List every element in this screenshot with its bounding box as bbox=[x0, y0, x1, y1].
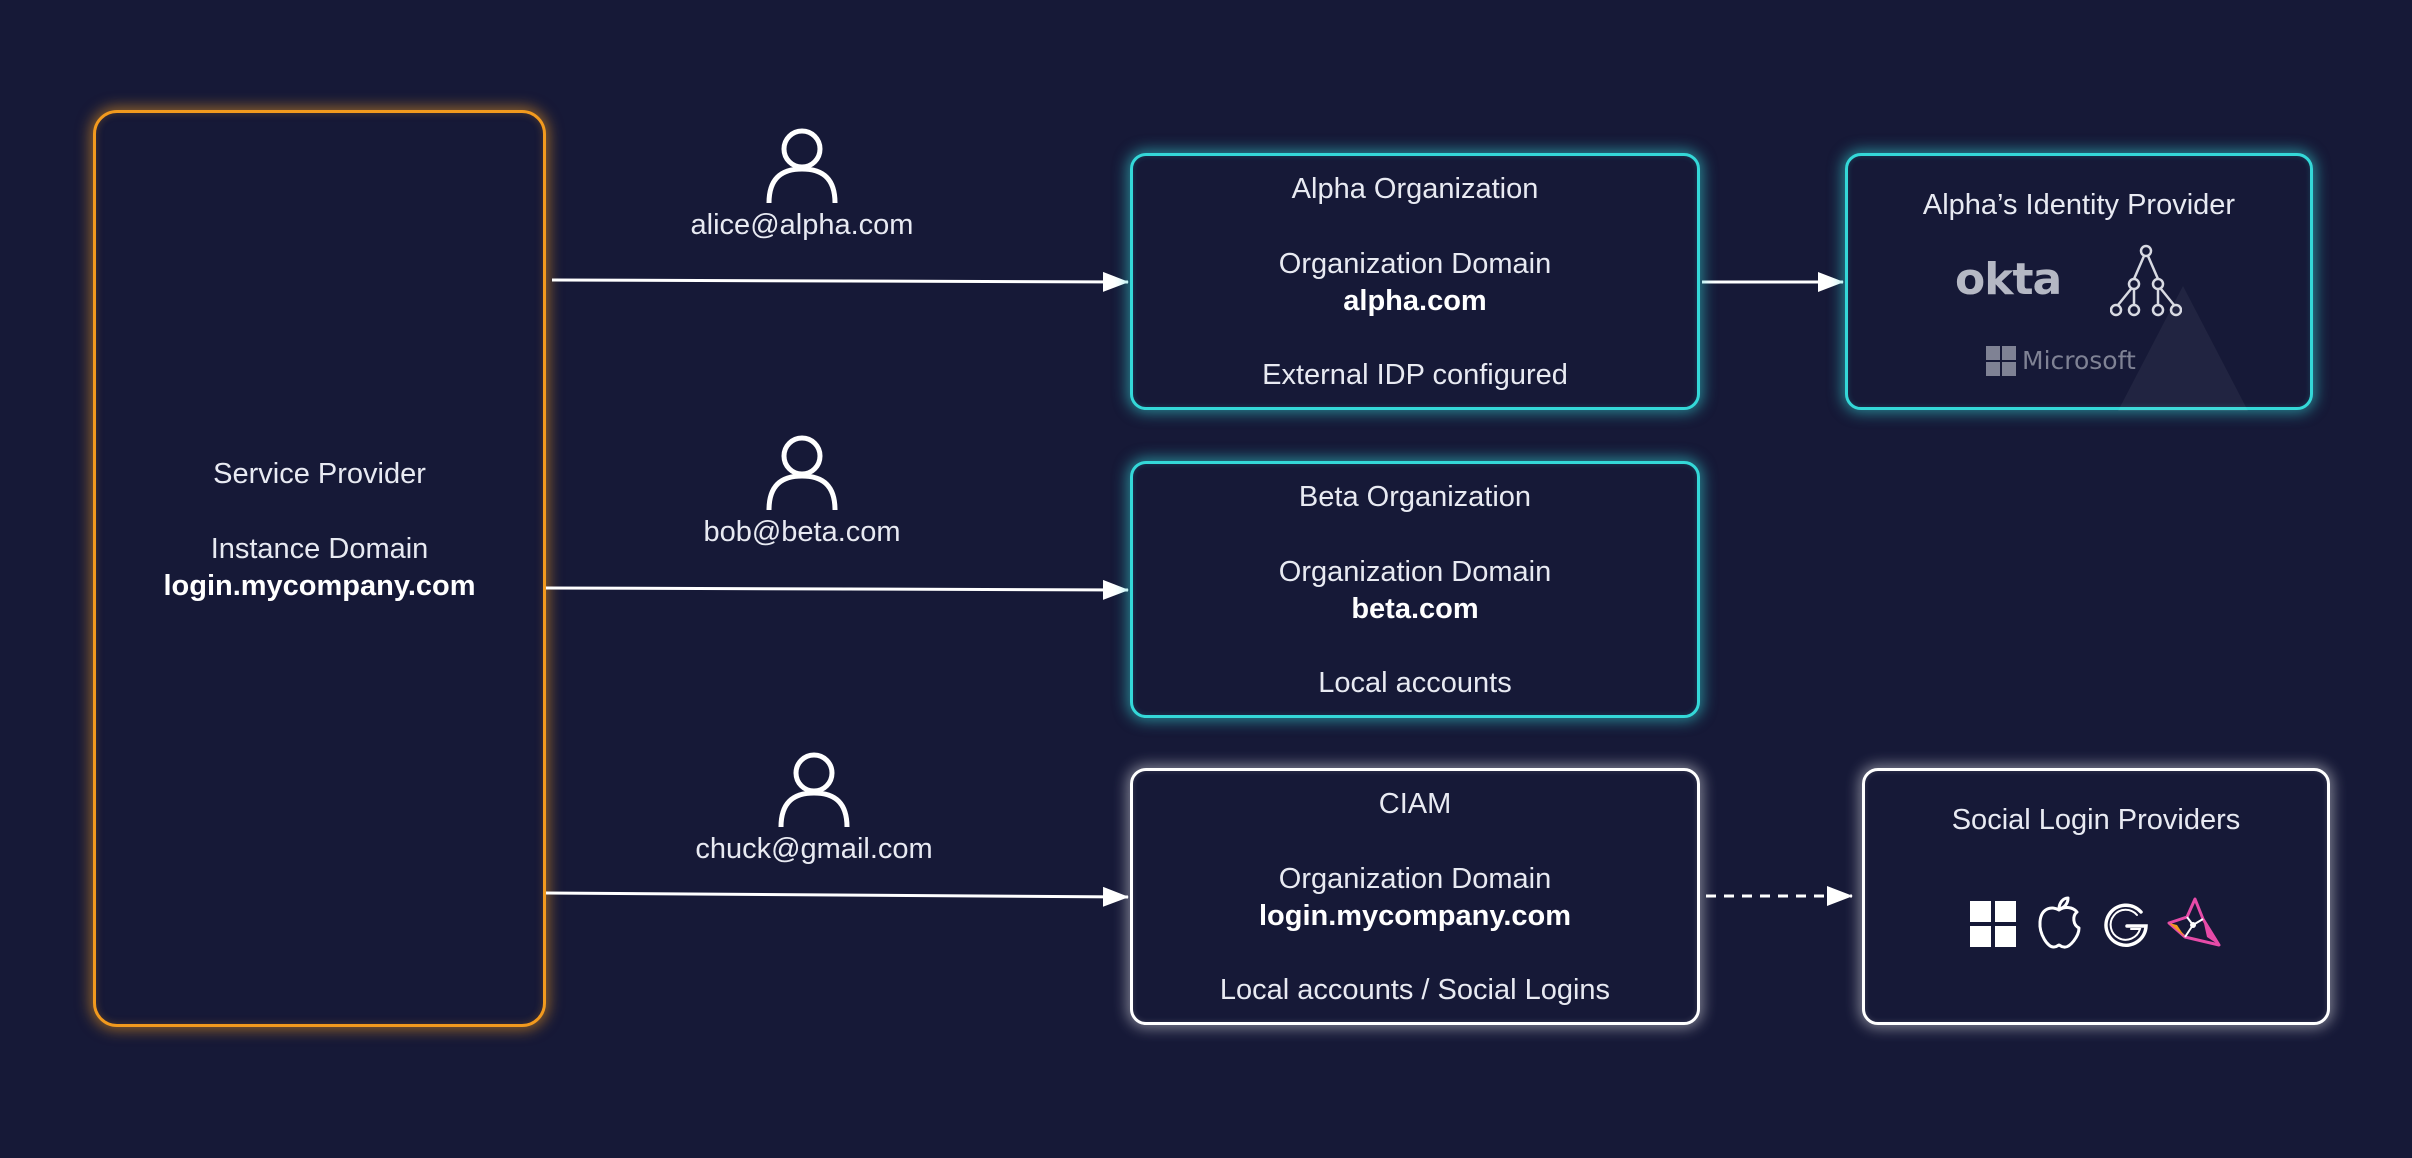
organization-note: External IDP configured bbox=[1262, 359, 1568, 391]
organization-domain: alpha.com bbox=[1343, 285, 1487, 317]
user-icon bbox=[766, 128, 838, 204]
social-providers-title: Social Login Providers bbox=[1951, 804, 2241, 836]
organization-title: Beta Organization bbox=[1298, 481, 1532, 513]
arrow-sp-to-beta bbox=[545, 579, 1129, 600]
organization-domain: login.mycompany.com bbox=[1258, 900, 1572, 932]
user-email: bob@beta.com bbox=[703, 516, 901, 548]
identity-provider-box: Alpha’s Identity Provider okta Microsoft bbox=[1845, 153, 2313, 411]
user-alice: alice@alpha.com bbox=[652, 127, 952, 242]
microsoft-logo: Microsoft bbox=[2022, 346, 2136, 375]
organization-domain-label: Organization Domain bbox=[1278, 556, 1552, 588]
service-provider-box: Service Provider Instance Domain login.m… bbox=[93, 110, 546, 1027]
zitadel-icon bbox=[2167, 897, 2221, 947]
backdrop-shape bbox=[2118, 286, 2248, 411]
organization-title: CIAM bbox=[1378, 788, 1452, 820]
organization-domain-label: Organization Domain bbox=[1278, 863, 1552, 895]
identity-provider-title: Alpha’s Identity Provider bbox=[1922, 189, 2236, 221]
service-provider-title: Service Provider bbox=[213, 458, 426, 490]
instance-domain: login.mycompany.com bbox=[163, 570, 476, 602]
instance-domain-label: Instance Domain bbox=[210, 533, 429, 565]
user-bob: bob@beta.com bbox=[652, 434, 952, 549]
user-email: chuck@gmail.com bbox=[695, 833, 933, 865]
organization-domain-label: Organization Domain bbox=[1278, 248, 1552, 280]
okta-logo: okta bbox=[1955, 254, 2062, 305]
organization-note: Local accounts bbox=[1318, 667, 1512, 699]
organization-note: Local accounts / Social Logins bbox=[1219, 974, 1611, 1006]
user-chuck: chuck@gmail.com bbox=[664, 751, 964, 866]
apple-icon bbox=[2038, 896, 2081, 949]
user-icon bbox=[778, 752, 850, 828]
social-login-providers-box: Social Login Providers bbox=[1862, 768, 2330, 1025]
user-icon bbox=[766, 435, 838, 511]
microsoft-logo-icon bbox=[1986, 346, 2016, 376]
windows-icon bbox=[1970, 901, 2016, 947]
organization-domain: beta.com bbox=[1351, 593, 1479, 625]
arrow-sp-to-alpha bbox=[551, 271, 1129, 292]
organization-title: Alpha Organization bbox=[1291, 173, 1539, 205]
google-icon bbox=[2104, 903, 2148, 947]
user-email: alice@alpha.com bbox=[690, 209, 914, 241]
identity-tree-icon bbox=[2110, 244, 2182, 317]
alpha-organization-box: Alpha Organization Organization Domain a… bbox=[1130, 153, 1700, 410]
ciam-organization-box: CIAM Organization Domain login.mycompany… bbox=[1130, 768, 1700, 1025]
arrow-sp-to-ciam bbox=[545, 886, 1129, 907]
beta-organization-box: Beta Organization Organization Domain be… bbox=[1130, 461, 1700, 718]
